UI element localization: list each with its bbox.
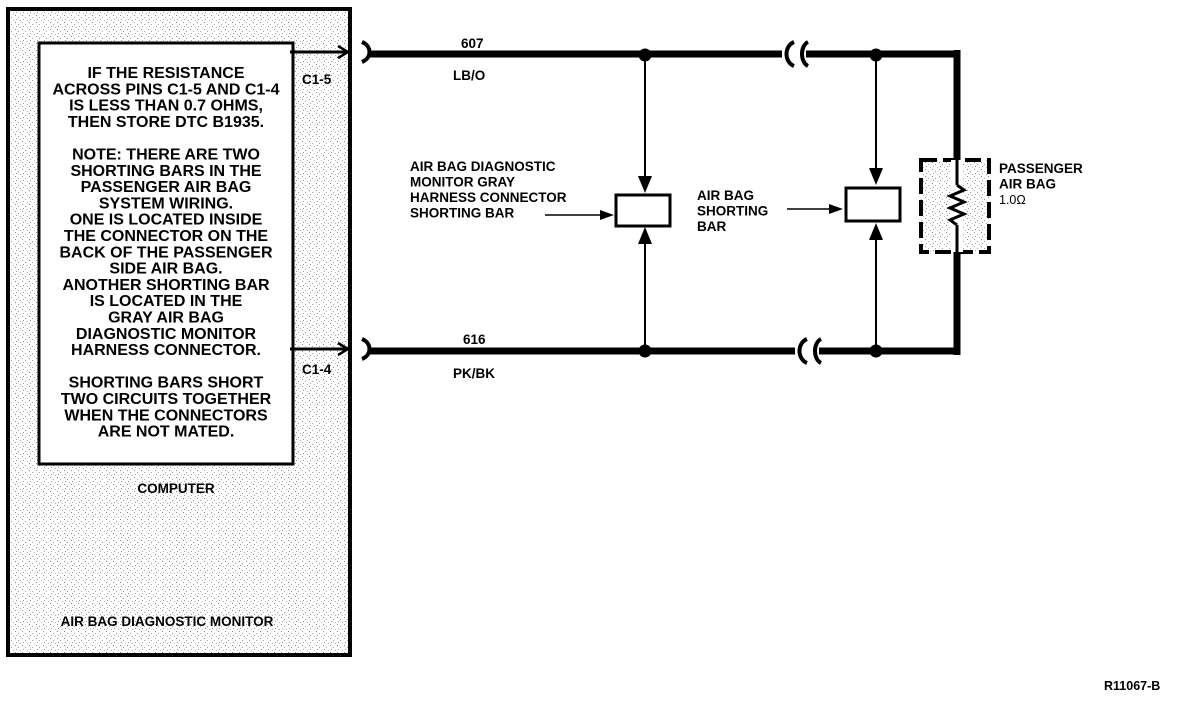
- text-line: DIAGNOSTIC MONITOR: [76, 326, 257, 343]
- text-line: IF THE RESISTANCE: [87, 65, 244, 82]
- text-line: SHORTING BAR: [410, 206, 515, 221]
- circuit-616-number: 616: [463, 332, 486, 347]
- text-line: AIR BAG: [999, 177, 1056, 192]
- circuit-616-color: PK/BK: [453, 366, 495, 381]
- module-name: AIR BAG DIAGNOSTIC MONITOR: [61, 614, 274, 629]
- connector-c1-5: [361, 40, 372, 64]
- text-line: ANOTHER SHORTING BAR: [62, 277, 270, 294]
- circuit-607-color: LB/O: [453, 68, 485, 83]
- inline-connector-top: [784, 40, 810, 68]
- airbag-resistor-icon: [946, 183, 968, 227]
- text-line: TWO CIRCUITS TOGETHER: [61, 391, 272, 408]
- text-line: AIR BAG: [697, 188, 754, 203]
- text-line: WHEN THE CONNECTORS: [64, 407, 268, 424]
- shorting-bar-2-pointer: [787, 204, 843, 214]
- text-line: SHORTING BARS SHORT: [69, 375, 264, 392]
- pin-top-label: C1-5: [302, 72, 332, 87]
- text-line: THE CONNECTOR ON THE: [64, 228, 268, 245]
- airbag-resistance: 1.0Ω: [999, 193, 1026, 207]
- text-line: BAR: [697, 219, 726, 234]
- text-line: THEN STORE DTC B1935.: [68, 114, 264, 131]
- shorting-bar-2: [844, 55, 902, 351]
- shorting-bar-1-pointer: [545, 210, 614, 220]
- figure-id: R11067-B: [1104, 679, 1160, 693]
- text-line: HARNESS CONNECTOR.: [71, 342, 261, 359]
- text-line: SHORTING: [697, 204, 768, 219]
- pin-bottom-label: C1-4: [302, 362, 332, 377]
- text-line: ACROSS PINS C1-5 AND C1-4: [52, 81, 279, 98]
- text-line: HARNESS CONNECTOR: [410, 190, 567, 205]
- passenger-airbag: [919, 158, 991, 254]
- text-line: PASSENGER AIR BAG: [81, 179, 252, 196]
- circuit-607-number: 607: [461, 36, 484, 51]
- shorting-bar-1: [614, 55, 672, 351]
- text-line: PASSENGER: [999, 161, 1083, 176]
- text-line: GRAY AIR BAG: [108, 310, 224, 327]
- inline-connector-bottom: [797, 337, 823, 365]
- text-line: IS LESS THAN 0.7 OHMS,: [69, 98, 263, 115]
- text-line: IS LOCATED IN THE: [90, 293, 243, 310]
- pin-stub-bottom: [290, 341, 351, 357]
- pin-stub-top: [290, 44, 351, 60]
- computer-label: COMPUTER: [137, 481, 215, 496]
- text-line: SYSTEM WIRING.: [99, 195, 233, 212]
- text-line: SIDE AIR BAG.: [109, 261, 222, 278]
- text-line: NOTE: THERE ARE TWO: [72, 147, 260, 164]
- text-line: AIR BAG DIAGNOSTIC: [410, 159, 556, 174]
- text-line: ARE NOT MATED.: [98, 424, 235, 441]
- text-line: ONE IS LOCATED INSIDE: [70, 212, 263, 229]
- text-line: BACK OF THE PASSENGER: [59, 244, 273, 261]
- text-line: SHORTING BARS IN THE: [70, 163, 261, 180]
- text-line: MONITOR GRAY: [410, 175, 515, 190]
- connector-c1-4: [361, 337, 372, 361]
